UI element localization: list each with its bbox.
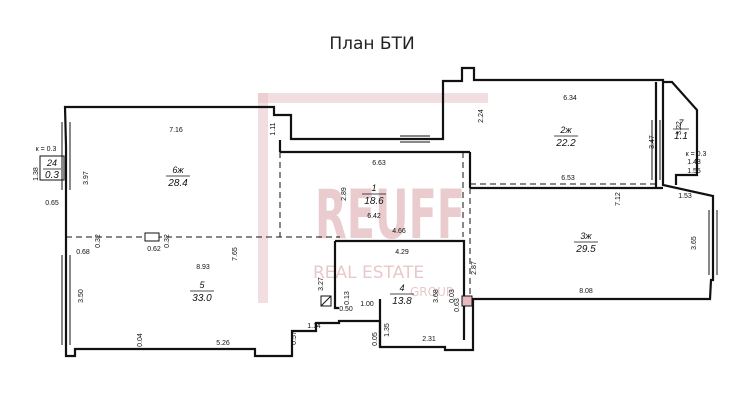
dim-135: 1.35	[384, 323, 391, 337]
room-3-id: 3ж	[580, 231, 592, 241]
dim-r6-div: 1.11	[270, 122, 277, 135]
room-1-id: 1	[371, 183, 376, 193]
dim-r3-right: 3.65	[691, 236, 698, 250]
windows	[61, 120, 718, 345]
shaft-diagonal	[320, 295, 332, 307]
room-7-id: 7	[678, 118, 684, 128]
dim-004: 0.04	[137, 333, 144, 347]
dim-r4-side: 3.68	[433, 289, 440, 303]
room-2: 2ж 22.2	[554, 125, 578, 149]
watermark-line1: REAL ESTATE	[313, 263, 424, 283]
room-3-area: 29.5	[575, 244, 596, 255]
room-5-id: 5	[199, 280, 205, 290]
dim-032b: 0.32	[164, 234, 171, 248]
dim-r5-b: 7.65	[232, 247, 239, 261]
room-3: 3ж 29.5	[574, 231, 598, 255]
dim-r3-bot: 8.08	[579, 288, 593, 295]
room-6-id: 6ж	[172, 165, 184, 175]
room-4-id: 4	[399, 283, 404, 293]
dim-287: 2.87	[471, 261, 478, 275]
room-24-box	[39, 155, 65, 181]
room-5: 5 33.0	[190, 280, 214, 304]
column-box	[144, 232, 160, 242]
room-24-id: 24	[46, 158, 57, 168]
room-7: 7 1.1	[673, 118, 689, 142]
window-right	[708, 210, 718, 275]
room-24-area: 0.3	[45, 170, 59, 181]
dim-r1-c: 2.89	[341, 187, 348, 201]
room-2-area: 22.2	[555, 138, 576, 149]
room-2-id: 2ж	[559, 125, 572, 135]
dim-r5-side: 3.50	[78, 289, 85, 303]
dim-068: 0.68	[76, 249, 90, 256]
dim-062: 0.62	[147, 246, 161, 253]
dimension-labels: 7.16 3.97 1.11 6.63 6.42 2.89 4.66 6.34 …	[33, 95, 706, 347]
room-7-area: 1.1	[674, 131, 688, 142]
dim-050: 0.50	[339, 306, 353, 313]
window-left-bottom	[61, 255, 71, 345]
dim-r1-d: 4.66	[392, 228, 406, 235]
dim-065: 0.65	[45, 200, 59, 207]
balcony-wall	[663, 80, 699, 185]
room-6: 6ж 28.4	[166, 165, 190, 189]
dim-231: 2.31	[422, 336, 436, 343]
door-box	[461, 295, 473, 307]
watermark-bar-left	[258, 93, 268, 303]
dim-155: 1.55	[687, 168, 701, 175]
dim-143: 1.43	[687, 159, 701, 166]
room-1: 1 18.6	[362, 183, 386, 207]
dim-114: 1.14	[307, 323, 321, 330]
dim-100: 1.00	[360, 301, 374, 308]
room-labels: 6ж 28.4 1 18.6 2ж 22.2 3ж 29.5 4 13.8 5 …	[39, 118, 689, 307]
room-4: 4 13.8	[390, 283, 414, 307]
dim-r3-top: 6.53	[561, 175, 575, 182]
room-4-area: 13.8	[392, 296, 412, 307]
room-1-area: 18.6	[364, 196, 384, 207]
dim-r6-side: 3.97	[83, 171, 90, 185]
window-balcony	[651, 120, 661, 180]
dashed-divisions	[66, 152, 656, 299]
dim-005: 0.05	[372, 332, 379, 346]
dim-032a: 0.32	[95, 234, 102, 248]
dim-003: 0.03	[449, 289, 456, 303]
dim-063: 0.63	[454, 298, 461, 312]
dim-153: 1.53	[678, 193, 692, 200]
dim-138: 1.38	[33, 167, 40, 181]
watermark-line2: GROUP	[410, 285, 453, 299]
dim-057: 0.57	[291, 331, 298, 345]
dim-r3-side: 7.12	[615, 192, 622, 206]
room-6-area: 28.4	[167, 178, 188, 189]
watermark-brand: REUFF	[315, 176, 465, 255]
watermark-bar-top	[258, 93, 488, 103]
dim-013: 0.13	[344, 291, 351, 305]
dim-r5-a: 8.93	[196, 264, 210, 271]
dim-r2-top: 6.34	[563, 95, 577, 102]
outer-wall	[63, 66, 715, 358]
dim-r4-top: 4.29	[395, 249, 409, 256]
dim-r1-b: 6.42	[367, 213, 381, 220]
page-title: План БТИ	[329, 34, 415, 54]
dim-k-left: к = 0.3	[36, 146, 57, 153]
dim-r2-side: 2.24	[478, 109, 485, 123]
dim-k-right: к = 0.3	[686, 151, 707, 158]
dim-327: 3.27	[318, 277, 325, 291]
dim-r5-bot: 5.26	[216, 340, 230, 347]
dim-r1-a: 6.63	[372, 160, 386, 167]
room-24: 24 0.3	[43, 158, 61, 181]
dim-r7-a: 3.22	[676, 121, 683, 135]
dim-r2-right: 3.47	[649, 135, 656, 149]
room-5-area: 33.0	[192, 293, 212, 304]
dim-r6-top: 7.16	[169, 127, 183, 134]
window-top	[400, 135, 430, 143]
